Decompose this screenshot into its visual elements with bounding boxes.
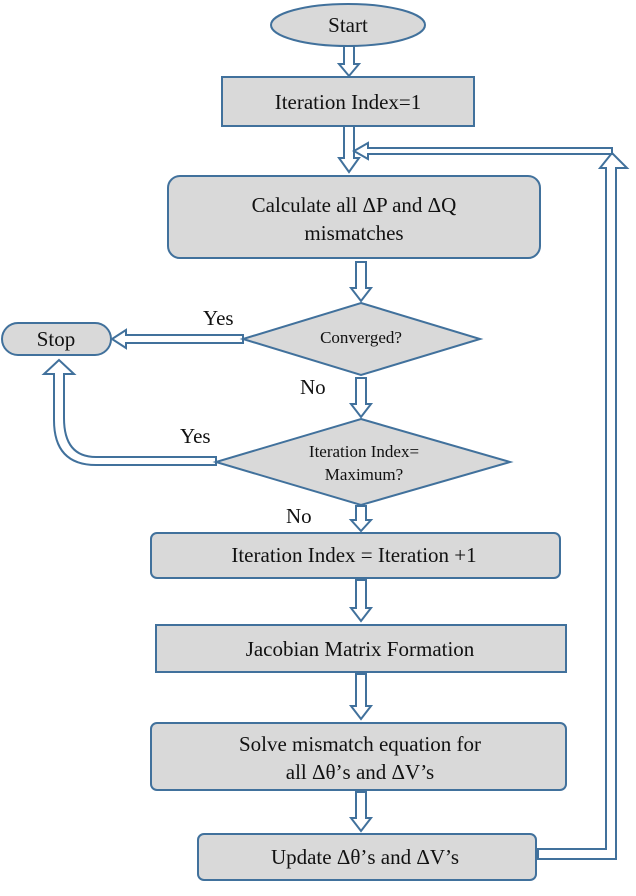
node-increment-label: Iteration Index = Iteration +1 bbox=[231, 543, 476, 567]
node-jacobian: Jacobian Matrix Formation bbox=[155, 624, 567, 673]
node-jacobian-label: Jacobian Matrix Formation bbox=[246, 637, 475, 661]
edge-label-max-no: No bbox=[286, 504, 312, 528]
arrow-calc-to-converged bbox=[348, 261, 374, 303]
decision-max-iteration: Iteration Index= Maximum? bbox=[212, 417, 514, 507]
node-calculate-line2: mismatches bbox=[304, 221, 403, 245]
decision-max-line1: Iteration Index= bbox=[309, 442, 419, 461]
node-start-label: Start bbox=[328, 13, 368, 37]
edge-label-converged-no: No bbox=[300, 375, 326, 399]
node-init: Iteration Index=1 bbox=[221, 76, 475, 127]
arrow-loop-top bbox=[351, 141, 613, 161]
node-solve-line1: Solve mismatch equation for bbox=[239, 732, 481, 756]
decision-converged: Converged? bbox=[239, 301, 484, 377]
arrow-jacobian-to-solve bbox=[348, 673, 374, 721]
arrow-solve-to-update bbox=[348, 791, 374, 833]
node-update: Update Δθ’s and ΔV’s bbox=[197, 833, 537, 881]
node-solve: Solve mismatch equation for all Δθ’s and… bbox=[150, 722, 567, 791]
node-solve-line2: all Δθ’s and ΔV’s bbox=[286, 760, 434, 784]
node-stop: Stop bbox=[1, 322, 112, 356]
node-calculate-line1: Calculate all ΔP and ΔQ bbox=[252, 193, 457, 217]
arrow-init-to-calc bbox=[337, 125, 361, 174]
arrow-loop-back bbox=[537, 151, 630, 860]
decision-max-line2: Maximum? bbox=[325, 465, 403, 484]
arrow-max-no bbox=[348, 505, 374, 533]
arrow-max-yes bbox=[41, 358, 217, 466]
connectors bbox=[41, 45, 630, 860]
arrow-increment-to-jacobian bbox=[348, 579, 374, 623]
arrow-start-to-init bbox=[336, 45, 362, 78]
node-calculate: Calculate all ΔP and ΔQ mismatches bbox=[167, 175, 541, 259]
arrow-converged-yes bbox=[110, 328, 244, 350]
arrow-converged-no bbox=[348, 377, 374, 419]
node-stop-label: Stop bbox=[37, 327, 76, 351]
node-update-label: Update Δθ’s and ΔV’s bbox=[271, 845, 459, 869]
node-increment: Iteration Index = Iteration +1 bbox=[150, 532, 561, 579]
node-init-label: Iteration Index=1 bbox=[275, 90, 422, 114]
node-start: Start bbox=[270, 3, 426, 47]
decision-converged-label: Converged? bbox=[320, 328, 402, 347]
edge-label-max-yes: Yes bbox=[180, 424, 211, 448]
edge-label-converged-yes: Yes bbox=[203, 306, 234, 330]
